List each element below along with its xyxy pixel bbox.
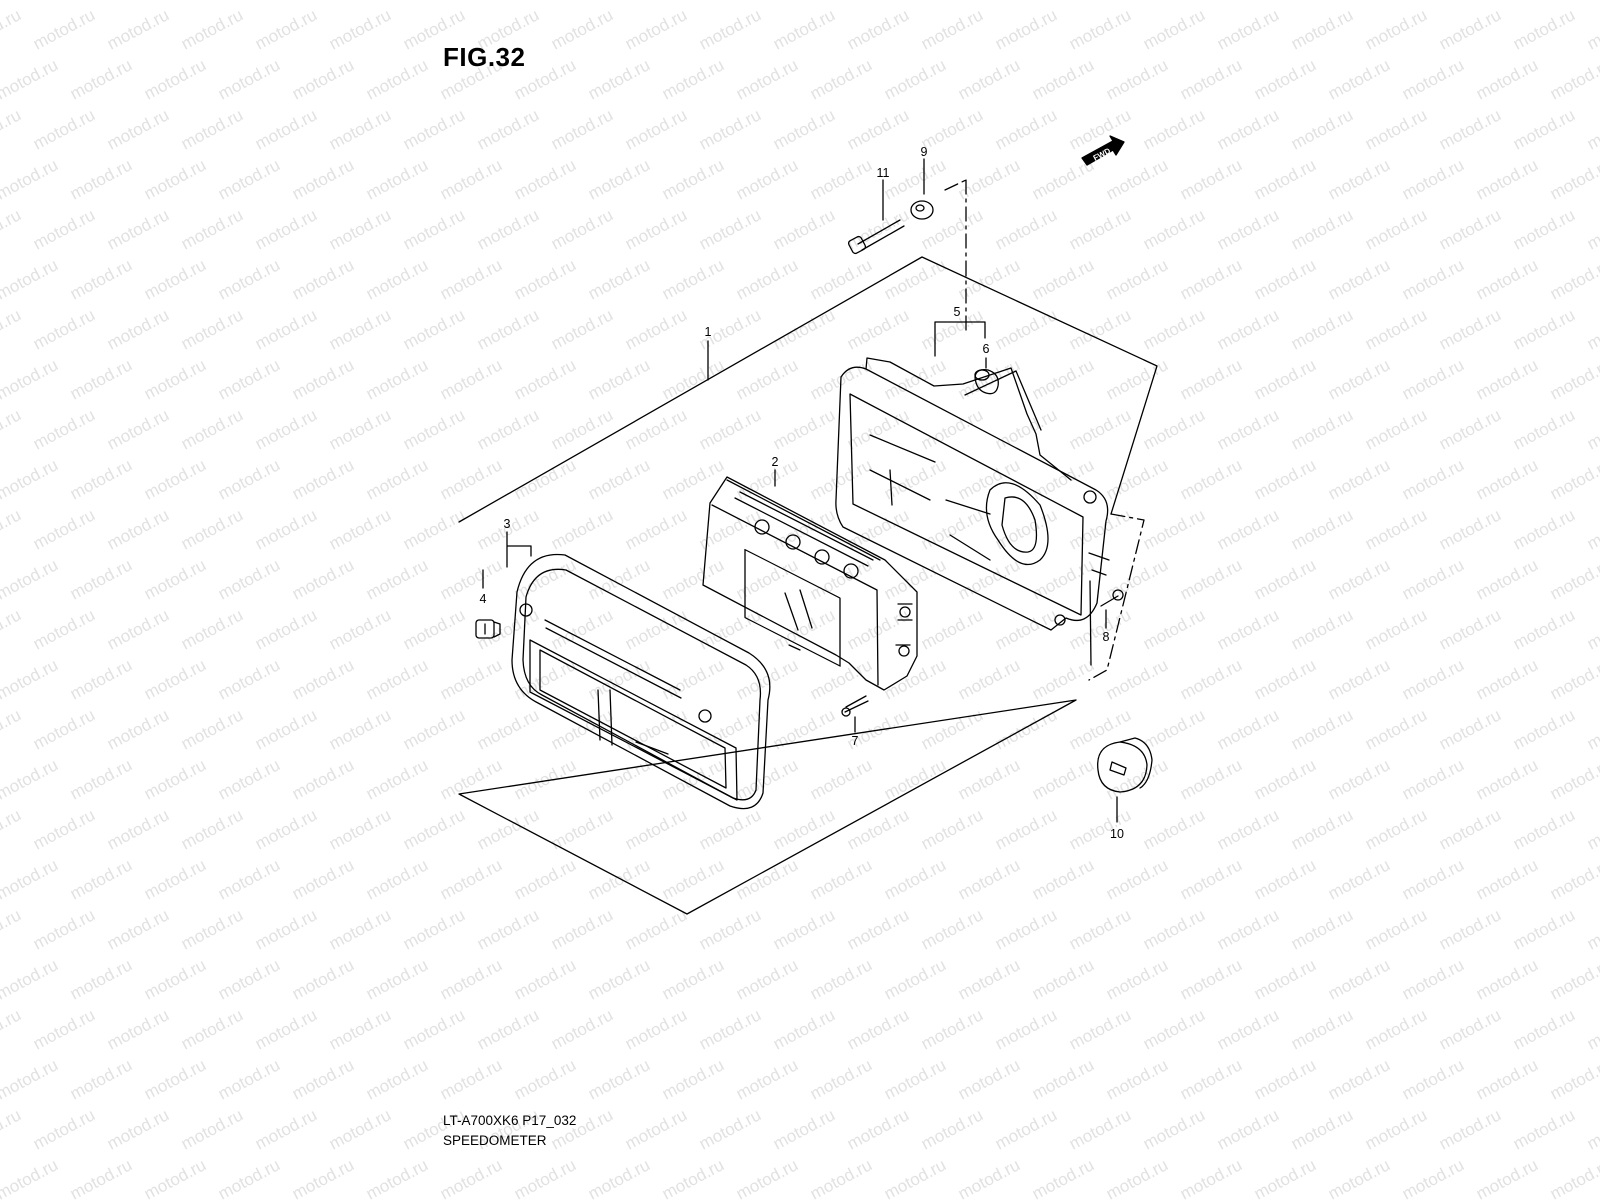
callout-7: 7	[852, 734, 859, 748]
part-meter-unit	[702, 476, 918, 691]
dash-line-right	[1088, 513, 1145, 681]
part-grommet-6	[974, 369, 999, 395]
callout-9: 9	[921, 145, 928, 159]
callout-6: 6	[983, 342, 990, 356]
callout-5: 5	[954, 305, 961, 319]
callout-3: 3	[504, 517, 511, 531]
callout-4: 4	[480, 592, 487, 606]
part-bolt-11	[847, 219, 905, 255]
part-screw-7	[841, 695, 869, 717]
callout-11: 11	[877, 166, 890, 180]
part-washer-9	[910, 200, 934, 220]
figure-title: FIG.32	[443, 42, 526, 72]
callout-2: 2	[772, 455, 779, 469]
callout-labels: 1 2 3 4 5 6 7 8 9 10 11	[480, 145, 1124, 841]
part-screw-8	[1100, 589, 1124, 607]
callout-1: 1	[705, 325, 712, 339]
assembly-box-outline	[458, 256, 1158, 915]
part-cushion-10	[1097, 737, 1153, 793]
callout-8: 8	[1103, 630, 1110, 644]
assembly-name-caption: SPEEDOMETER	[443, 1133, 547, 1148]
fwd-arrow-icon	[1081, 135, 1125, 166]
dash-line-upper	[944, 179, 967, 331]
callout-10: 10	[1110, 827, 1124, 841]
model-code-caption: LT-A700XK6 P17_032	[443, 1113, 577, 1128]
part-meter-case	[835, 357, 1110, 631]
leader-line-3	[506, 531, 532, 568]
part-bezel-cover	[511, 553, 771, 810]
leader-line-5	[934, 321, 986, 357]
part-small-nut	[475, 619, 501, 639]
